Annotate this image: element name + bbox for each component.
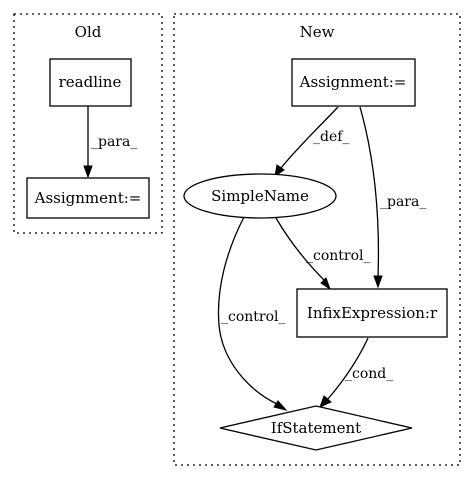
node-old-readline[interactable]: readline (49, 58, 132, 107)
edge-simplename-to-ifstatement-label: _control_ (221, 309, 286, 325)
edge-simplename-to-infix-label: _control_ (306, 248, 371, 264)
edge-infix-to-ifstatement: _cond_ (319, 337, 393, 408)
node-old-assignment[interactable]: Assignment:= (26, 177, 150, 219)
edge-assignment-to-simplename: _def_ (274, 106, 349, 178)
edge-readline-to-assignment-label: _para_ (91, 134, 137, 150)
node-new-infix-box (296, 288, 448, 338)
node-new-assignment-label: Assignment:= (299, 73, 407, 91)
edge-assignment-to-infix-line (359, 106, 380, 279)
cluster-old-label: Old (75, 23, 102, 41)
node-old-assignment-label: Assignment:= (34, 189, 142, 207)
edge-assignment-to-infix: _para_ (359, 106, 426, 289)
edge-simplename-to-ifstatement-line (217, 216, 278, 405)
edge-assignment-to-simplename-label: _def_ (313, 129, 349, 145)
node-new-ifstatement-diamond (219, 405, 413, 451)
edge-simplename-to-infix: _control_ (275, 217, 371, 291)
node-new-infix-label: InfixExpression:r (307, 304, 438, 322)
node-old-readline-label: readline (59, 73, 122, 91)
node-old-readline-box (49, 58, 132, 107)
cluster-old-border (13, 13, 163, 234)
cluster-new-label: New (300, 23, 335, 41)
node-new-simplename[interactable]: SimpleName (183, 173, 337, 219)
node-new-simplename-ellipse (183, 173, 337, 219)
edge-assignment-to-simplename-arrow (274, 164, 285, 178)
edge-infix-to-ifstatement-line (326, 337, 369, 401)
node-new-ifstatement-label: IfStatement (271, 419, 361, 437)
edge-simplename-to-infix-arrow (320, 277, 331, 291)
cluster-old: Old (13, 13, 163, 234)
node-new-simplename-label: SimpleName (211, 187, 309, 205)
edge-assignment-to-infix-arrow (373, 275, 383, 289)
edge-infix-to-ifstatement-label: _cond_ (345, 366, 393, 382)
node-new-assignment-box (291, 58, 416, 107)
edge-readline-to-assignment: _para_ (83, 106, 137, 179)
edge-assignment-to-simplename-line (280, 106, 339, 169)
edge-simplename-to-infix-line (275, 217, 326, 282)
node-new-infix[interactable]: InfixExpression:r (296, 288, 448, 338)
edge-readline-to-assignment-arrow (83, 165, 93, 179)
edge-assignment-to-infix-label: _para_ (380, 194, 426, 210)
cluster-new: New (173, 13, 461, 466)
node-new-ifstatement[interactable]: IfStatement (219, 405, 413, 451)
node-old-assignment-box (26, 177, 150, 219)
node-new-assignment[interactable]: Assignment:= (291, 58, 416, 107)
cluster-new-border (173, 13, 461, 466)
edge-infix-to-ifstatement-arrow (319, 395, 332, 408)
edge-simplename-to-ifstatement-arrow (273, 400, 288, 411)
edge-simplename-to-ifstatement: _control_ (217, 216, 288, 411)
